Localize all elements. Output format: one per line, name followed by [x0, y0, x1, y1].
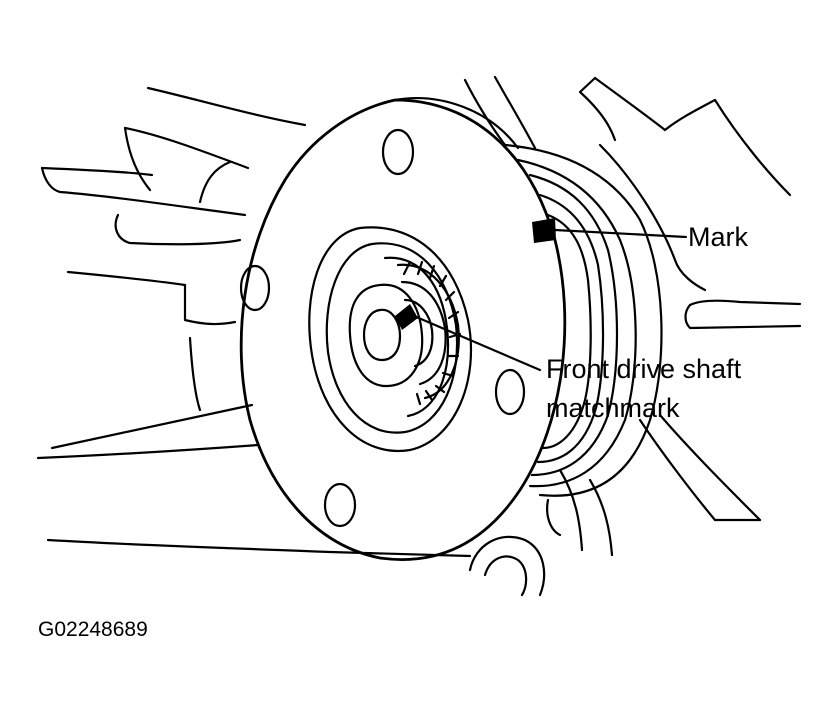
reference-marks — [395, 218, 556, 330]
shaft-matchmark — [395, 304, 418, 330]
mark-label: Mark — [688, 222, 748, 252]
hub-housing — [503, 143, 663, 497]
lug-hole-bottom — [323, 482, 357, 528]
matchmark-label-line1: Front drive shaft — [546, 354, 742, 384]
lug-hole-left — [239, 264, 271, 312]
hub-recess — [308, 226, 473, 453]
leader-lines — [412, 228, 688, 372]
matchmark-label-line2: matchmark — [546, 393, 680, 423]
suspension-arms — [36, 75, 802, 558]
figure-id: G02248689 — [38, 618, 148, 641]
knuckle-eye — [468, 535, 546, 597]
lug-holes — [239, 128, 526, 528]
lug-hole-right — [494, 368, 526, 416]
lug-hole-top — [381, 128, 415, 176]
drive-shaft-end — [348, 260, 462, 406]
housing-mark — [532, 218, 556, 243]
